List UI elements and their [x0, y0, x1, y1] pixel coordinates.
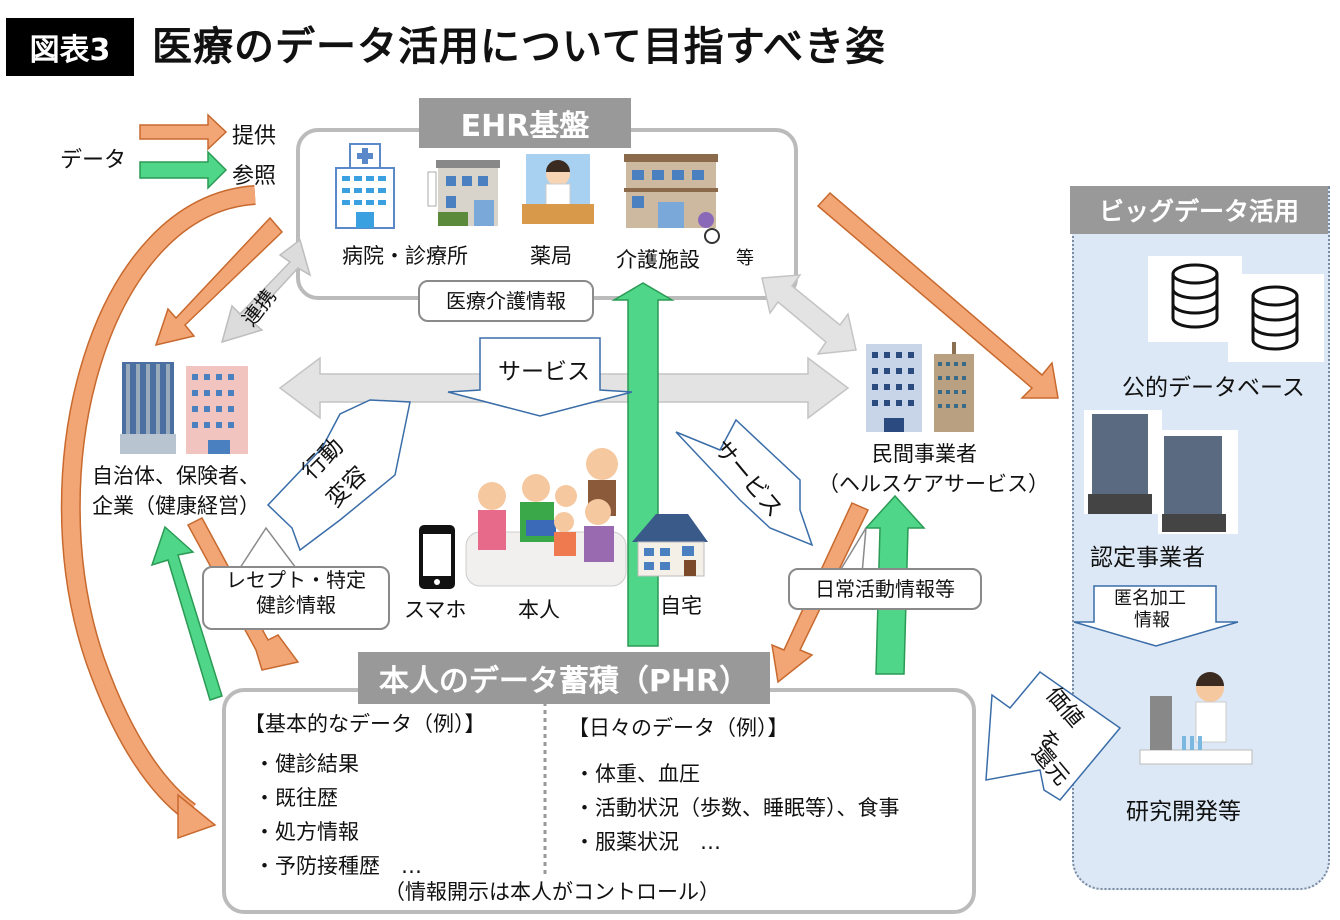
phr-daily-item: ・服薬状況 … [574, 830, 721, 854]
legend-data-label: データ [60, 148, 127, 173]
ehr-heading: EHR基盤 [419, 98, 631, 148]
page-title: 医療のデータ活用について目指すべき姿 [152, 24, 886, 70]
receipt-checkup-line1: レセプト・特定 [226, 568, 366, 592]
phr-daily-title: 【日々のデータ（例）】 [568, 716, 789, 740]
database-icon [1171, 263, 1219, 329]
value-return-callout-shape [985, 670, 1122, 801]
phr-basic-title: 【基本的なデータ（例）】 [244, 712, 486, 736]
phr-footer: （情報開示は本人がコントロール） [384, 880, 720, 904]
anonymized-info-line2: 情報 [1134, 610, 1170, 631]
left-org-line1: 自治体、保険者、 [92, 464, 260, 488]
home-icon [632, 514, 708, 577]
pharmacy-icon [522, 154, 594, 224]
phr-basic-item: ・処方情報 [254, 820, 359, 844]
facility-etc-label: 等 [736, 248, 754, 269]
family-icon [465, 448, 627, 587]
anonymized-info-line1: 匿名加工 [1114, 588, 1186, 609]
clinic-icon [427, 160, 500, 226]
renkei-arrow [220, 238, 312, 344]
public-database-label: 公的データベース [1122, 375, 1305, 401]
smartphone-label: スマホ [404, 598, 467, 622]
phr-basic-item: ・健診結果 [254, 752, 359, 776]
receipt-checkup-callout: レセプト・特定 健診情報 [202, 566, 390, 630]
phr-daily-item: ・活動状況（歩数、睡眠等）、食事 [574, 796, 900, 820]
ehr-to-left-org-arrow [154, 216, 284, 347]
private-org-buildings-icon [866, 342, 974, 432]
private-org-line1: 民間事業者 [872, 442, 977, 466]
left-org-line2: 企業（健康経営） [92, 494, 260, 518]
phr-daily-item: ・体重、血圧 [574, 762, 700, 786]
person-label: 本人 [518, 598, 560, 622]
smartphone-icon [419, 525, 455, 589]
left-org-buildings-icon [120, 362, 248, 454]
ehr-to-bigdata-arrow [816, 191, 1059, 399]
care-facility-icon [624, 154, 720, 244]
service-right-callout-shape [675, 418, 814, 547]
anon-callout-shape [1073, 585, 1239, 647]
figure-badge: 図表3 [6, 18, 134, 76]
phr-to-left-org-arrow [150, 525, 223, 701]
phr-heading: 本人のデータ蓄積（PHR） [358, 652, 770, 704]
research-label: 研究開発等 [1126, 799, 1241, 825]
phr-basic-item: ・既往歴 [254, 786, 338, 810]
legend-reference-label: 参照 [232, 164, 277, 189]
home-label: 自宅 [660, 594, 702, 618]
bigdata-heading: ビッグデータ活用 [1070, 186, 1328, 234]
service-callout-label: サービス [498, 359, 590, 385]
legend-provide-arrow [139, 113, 228, 151]
phr-box [222, 688, 976, 914]
service-callout-shape [447, 337, 633, 417]
phr-basic-item: ・予防接種歴 … [254, 854, 422, 878]
certified-org-buildings-icon [1084, 410, 1238, 534]
certified-org-label: 認定事業者 [1090, 545, 1205, 571]
medical-care-info-callout: 医療介護情報 [418, 280, 594, 322]
left-arc-head [177, 793, 217, 840]
receipt-checkup-line2: 健診情報 [256, 593, 336, 617]
daily-activity-callout: 日常活動情報等 [788, 568, 982, 610]
private-org-line2: （ヘルスケアサービス） [818, 472, 1049, 496]
hospital-icon [335, 143, 395, 229]
legend-provide-label: 提供 [232, 124, 277, 149]
legend-reference-arrow [139, 150, 228, 190]
facility-hospital-label: 病院・診療所 [342, 244, 468, 268]
behavior-callout-shape [266, 399, 411, 552]
database-icon [1251, 285, 1299, 351]
ehr-private-arrow [761, 274, 857, 355]
facility-pharmacy-label: 薬局 [530, 244, 572, 268]
researcher-icon [1139, 672, 1253, 765]
facility-care-label: 介護施設 [616, 248, 700, 272]
